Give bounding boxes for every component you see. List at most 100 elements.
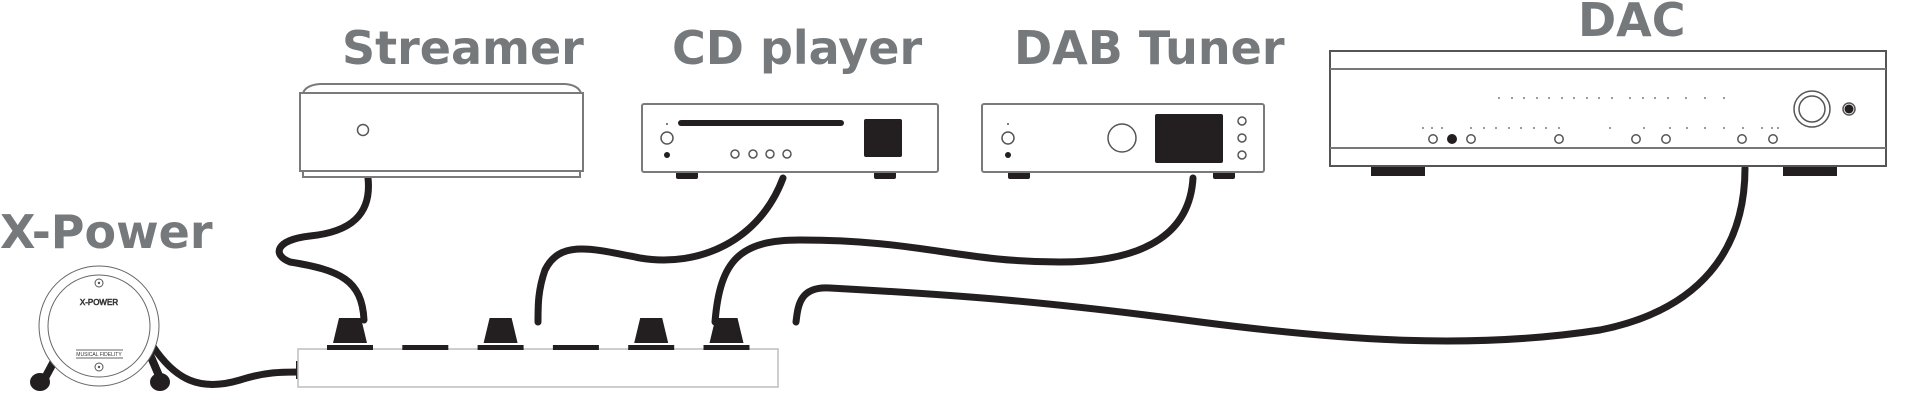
x-power-foot-left bbox=[30, 373, 50, 391]
dac-foot-right bbox=[1783, 166, 1837, 176]
cd-button-3 bbox=[765, 149, 775, 159]
dab-display bbox=[1155, 114, 1223, 163]
plug-streamer bbox=[333, 318, 367, 343]
dac-indicator-row-bottom bbox=[1422, 127, 1779, 129]
dac-indicator-bottom-13 bbox=[1643, 127, 1645, 129]
dac-indicator-top-10 bbox=[1611, 97, 1613, 99]
dac-indicator-row-top bbox=[1498, 97, 1725, 99]
dac-indicator-bottom-21 bbox=[1777, 127, 1779, 129]
streamer-body bbox=[299, 92, 584, 172]
plug-dac bbox=[709, 318, 744, 343]
dab-ir-sensor-icon bbox=[1005, 152, 1011, 158]
dac-device bbox=[1329, 50, 1887, 176]
cd-player-device bbox=[641, 103, 939, 179]
x-power-foot-right bbox=[150, 373, 170, 391]
dac-indicator-top-17 bbox=[1723, 97, 1725, 99]
dac-indicator-top-5 bbox=[1548, 97, 1550, 99]
plug-dab-tuner bbox=[634, 318, 669, 343]
dac-indicator-bottom-8 bbox=[1520, 127, 1522, 129]
dac-indicator-bottom-9 bbox=[1533, 127, 1535, 129]
dac-button-5 bbox=[1661, 134, 1671, 144]
dac-headphone-jack-ring bbox=[1842, 102, 1856, 116]
x-power-screw-bottom-center bbox=[97, 365, 101, 369]
cable-x-power-to-strip bbox=[148, 341, 306, 388]
dac-indicator-top-9 bbox=[1598, 97, 1600, 99]
dac-ir-sensor-icon bbox=[1447, 134, 1457, 144]
dab-button-1 bbox=[1237, 116, 1247, 126]
socket-5 bbox=[628, 345, 675, 350]
dac-indicator-bottom-18 bbox=[1742, 127, 1744, 129]
dac-indicator-top-8 bbox=[1586, 97, 1588, 99]
dac-indicator-bottom-12 bbox=[1609, 127, 1611, 129]
dac-indicator-bottom-5 bbox=[1483, 127, 1485, 129]
dac-indicator-bottom-10 bbox=[1545, 127, 1547, 129]
label-x-power: X-Power bbox=[0, 205, 213, 259]
cables bbox=[148, 164, 1749, 388]
dab-button-3 bbox=[1237, 150, 1247, 160]
streamer-top-lid bbox=[301, 83, 583, 94]
dac-indicator-top-12 bbox=[1642, 97, 1644, 99]
label-dab-tuner: DAB Tuner bbox=[1014, 21, 1285, 75]
label-cd-player: CD player bbox=[672, 21, 922, 75]
power-strip bbox=[296, 318, 779, 388]
dac-indicator-bottom-3 bbox=[1441, 127, 1443, 129]
dac-volume-knob-outer bbox=[1793, 90, 1831, 128]
dac-indicator-bottom-19 bbox=[1761, 127, 1763, 129]
socket-3 bbox=[477, 345, 524, 350]
dac-indicator-top-11 bbox=[1629, 97, 1631, 99]
dac-button-7 bbox=[1768, 134, 1778, 144]
dab-standby-dot bbox=[1007, 123, 1009, 125]
dac-indicator-bottom-1 bbox=[1422, 127, 1424, 129]
dac-indicator-top-13 bbox=[1654, 97, 1656, 99]
dac-indicator-bottom-14 bbox=[1669, 127, 1671, 129]
dab-button-2 bbox=[1237, 133, 1247, 143]
plug-cd-player bbox=[483, 318, 518, 343]
dac-indicator-top-15 bbox=[1685, 97, 1687, 99]
power-strip-sockets bbox=[327, 345, 750, 350]
socket-2 bbox=[402, 345, 449, 350]
dac-indicator-bottom-2 bbox=[1431, 127, 1433, 129]
dac-button-2 bbox=[1466, 134, 1476, 144]
cable-dab-tuner bbox=[711, 174, 1197, 326]
dac-button-3 bbox=[1554, 134, 1564, 144]
x-power-brand-text: X-POWER bbox=[80, 298, 118, 307]
cable-streamer bbox=[275, 174, 372, 324]
dac-headphone-jack-icon bbox=[1844, 104, 1854, 114]
label-streamer: Streamer bbox=[342, 21, 584, 75]
dac-indicator-top-3 bbox=[1523, 97, 1525, 99]
dac-button-row bbox=[1428, 134, 1778, 144]
dac-indicator-bottom-17 bbox=[1723, 127, 1725, 129]
cd-button-1 bbox=[730, 149, 740, 159]
dac-foot-left bbox=[1371, 166, 1425, 176]
dac-button-1 bbox=[1428, 134, 1438, 144]
cd-power-button bbox=[660, 131, 674, 145]
dac-indicator-top-7 bbox=[1573, 97, 1575, 99]
dac-indicator-bottom-6 bbox=[1495, 127, 1497, 129]
power-strip-body bbox=[297, 348, 779, 388]
dac-indicator-bottom-16 bbox=[1704, 127, 1706, 129]
cd-button-4 bbox=[782, 149, 792, 159]
socket-6 bbox=[703, 345, 750, 350]
dab-tuning-knob bbox=[1107, 123, 1137, 153]
cable-cd-player bbox=[534, 174, 787, 326]
dac-volume-knob-inner bbox=[1798, 95, 1826, 123]
dac-indicator-top-16 bbox=[1704, 97, 1706, 99]
dac-button-6 bbox=[1737, 134, 1747, 144]
streamer-base bbox=[302, 170, 581, 178]
x-power-maker-text: MUSICAL FIDELITY bbox=[76, 352, 122, 358]
dac-button-4 bbox=[1631, 134, 1641, 144]
cd-button-2 bbox=[748, 149, 758, 159]
dac-indicator-bottom-11 bbox=[1558, 127, 1560, 129]
socket-4 bbox=[552, 345, 599, 350]
socket-1 bbox=[327, 345, 373, 350]
dac-indicator-top-4 bbox=[1536, 97, 1538, 99]
dac-indicator-top-6 bbox=[1561, 97, 1563, 99]
cd-standby-dot bbox=[666, 123, 668, 125]
cd-display bbox=[864, 119, 902, 157]
label-dac: DAC bbox=[1578, 0, 1686, 47]
power-strip-plugs bbox=[333, 318, 744, 343]
dab-tuner-device bbox=[981, 103, 1265, 179]
streamer-power-led-icon bbox=[356, 123, 370, 137]
dac-indicator-top-1 bbox=[1498, 97, 1500, 99]
